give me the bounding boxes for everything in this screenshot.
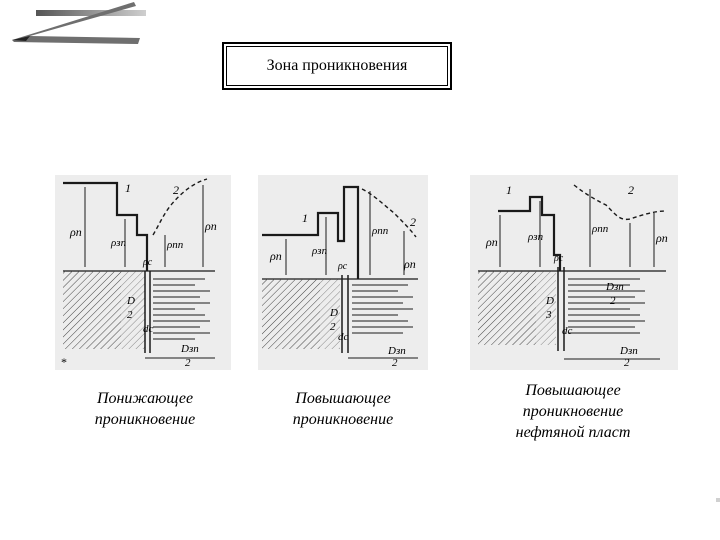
corner-mark [716,498,720,502]
dc-label: dc [338,331,349,343]
rho-zp-label: ρзп [528,231,544,243]
caption-1-line-1: Понижающее [96,390,194,407]
rho-n-label: ρп [486,235,498,249]
curve-1-label: 1 [125,181,131,195]
caption-2-line-2: проникновение [292,411,394,428]
d-fraction-num: D [330,307,338,319]
rho-p-label: ρп [404,257,416,271]
dzp-fraction-den: 2 [392,357,398,369]
curve-1-label: 1 [506,183,512,197]
caption-3: Повышающее проникновение нефтяной пласт [478,380,668,443]
title-box: Зона проникновения [222,42,452,90]
rho-pp-label: ρпп [167,239,184,251]
caption-2: Повышающее проникновение [258,388,428,430]
caption-1: Понижающее проникновение [60,388,230,430]
d-fraction-den: 2 [330,321,336,333]
d-fraction-den: 2 [127,309,133,321]
rho-c-label: ρс [338,261,348,272]
dzp2-fraction-num: Dзп [620,345,638,357]
curve-2-label: 2 [628,183,634,197]
caption-3-line-1: Повышающее [525,382,621,399]
dzp-fraction-num: Dзп [181,343,199,355]
rho-n-label: ρп [70,225,82,239]
d-fraction-num: D [127,295,135,307]
dzp-fraction-num: Dзп [606,281,624,293]
rho-pp-label: ρпп [372,225,389,237]
diagram-1-graphic [63,178,215,359]
curve-2-label: 2 [173,183,179,197]
page-title: Зона проникновения [266,57,408,74]
rho-zp-label: ρзп [111,237,127,249]
rho-p-label: ρп [205,219,217,233]
diagram-panel-3: 1 2 ρп ρзп ρпп ρп ρс D 3 Dзп 2 dc Dзп 2 [470,175,678,370]
curve-1-label: 1 [302,211,308,225]
rho-c-label: ρс [554,253,564,264]
caption-3-line-3: нефтяной пласт [515,424,631,441]
dzp-fraction-den: 2 [610,295,616,307]
caption-1-line-2: проникновение [94,411,196,428]
diagram-panel-2: 1 2 ρп ρзп ρпп ρп ρс D 2 dc Dзп 2 [258,175,428,370]
dc-label: dc [143,323,154,335]
diagram-panel-1: 1 2 ρп ρзп ρпп ρп ρс D 2 dc Dзп 2 * [55,175,231,370]
rho-p-label: ρп [656,231,668,245]
d-fraction-num: D [546,295,554,307]
dzp-fraction-den: 2 [185,357,191,369]
star-mark: * [61,355,67,369]
logo-pen-icon [12,2,146,44]
rho-n-label: ρп [270,249,282,263]
caption-2-line-1: Повышающее [295,390,391,407]
rho-pp-label: ρпп [592,223,609,235]
d-fraction-den: 3 [546,309,552,321]
dzp2-fraction-den: 2 [624,357,630,369]
dzp-fraction-num: Dзп [388,345,406,357]
diagram-3-graphic [478,184,667,360]
curve-2-label: 2 [410,215,416,229]
diagram-2-graphic [262,185,418,359]
caption-3-line-2: проникновение [522,403,624,420]
dc-label: dc [562,325,573,337]
rho-zp-label: ρзп [312,245,328,257]
rho-c-label: ρс [143,257,153,268]
